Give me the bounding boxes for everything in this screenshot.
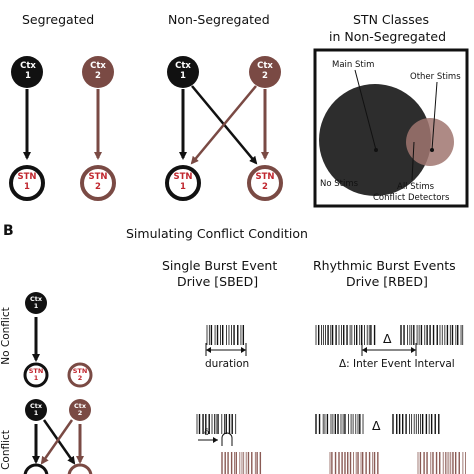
ctx2-node (69, 399, 91, 421)
non-segregated-title: Non-Segregated (168, 12, 270, 27)
delta-label: Δ (383, 331, 392, 346)
interval-label: Δ: Inter Event Interval (339, 358, 455, 370)
all-stims-label: All Stims (397, 182, 435, 192)
stn1-node (9, 165, 45, 201)
conflict-detectors-label: Conflict Detectors (373, 193, 450, 203)
other-stims-pointer (431, 81, 438, 151)
ctx1-label: Ctx 1 (175, 61, 191, 81)
rbed-subtitle: Drive [RBED] (346, 274, 428, 289)
stn1-small-label: STN 1 (28, 367, 44, 382)
non-segregated-diagram (165, 56, 283, 201)
stn2-label: STN 2 (255, 172, 275, 192)
ctx2-to-stn1-arrow (190, 85, 257, 165)
stn-classes-title: STN Classes (353, 12, 429, 27)
ctx2-node (249, 56, 281, 88)
ctx2-small-label: Ctx 2 (73, 402, 87, 417)
main-stim-label: Main Stim (332, 60, 375, 70)
stn1-node (23, 463, 49, 474)
stn2-small-label: STN 2 (72, 367, 88, 382)
stn2-label: STN 2 (88, 172, 108, 192)
all-stims-pointer (411, 141, 415, 181)
ctx1-small-label: Ctx 1 (29, 402, 43, 417)
stn2-node (67, 463, 93, 474)
ctx1-node (167, 56, 199, 88)
segregated-title: Segregated (22, 12, 95, 27)
other-stims-label: Other Stims (410, 72, 461, 82)
ctx1-small-label: Ctx 1 (29, 295, 43, 310)
main-stim-circle (319, 84, 431, 196)
sbed-subtitle: Drive [SBED] (177, 274, 259, 289)
delta-small-label: δ (204, 428, 210, 438)
conflict-row-label: Conflict (0, 430, 12, 470)
ctx1-node (11, 56, 43, 88)
sbed-conflict-raster (196, 414, 262, 474)
ctx2-label: Ctx 2 (257, 61, 273, 81)
ctx1-to-stn2-arrow (42, 419, 76, 465)
stn2-node (247, 165, 283, 201)
duration-marker (205, 343, 247, 356)
stn-classes-subtitle: in Non-Segregated (329, 29, 447, 44)
no-stims-label: No Stims (320, 179, 359, 189)
stn1-node (165, 165, 201, 201)
ctx1-node (25, 399, 47, 421)
rbed-no-conflict-raster (315, 325, 464, 345)
ctx2-node (82, 56, 114, 88)
panel-b-title: Simulating Conflict Condition (126, 226, 308, 241)
conflict-diagram (23, 399, 93, 474)
duration-label: duration (205, 358, 250, 370)
no-conflict-diagram (23, 292, 93, 388)
delta-marker (198, 432, 233, 446)
other-stims-circle (406, 118, 454, 166)
sbed-title: Single Burst Event (162, 258, 278, 273)
stn1-label: STN 1 (173, 172, 193, 192)
ctx1-label: Ctx 1 (20, 61, 36, 81)
ctx2-to-stn1-arrow (40, 419, 74, 465)
sbed-no-conflict-raster (206, 325, 245, 345)
stn1-label: STN 1 (17, 172, 37, 192)
ctx2-label: Ctx 2 (90, 61, 106, 81)
stn-classes-venn (313, 48, 469, 208)
no-conflict-row-label: No Conflict (0, 307, 12, 365)
ctx1-node (25, 292, 47, 314)
main-stim-pointer (354, 69, 377, 151)
rbed-title: Rhythmic Burst Events (313, 258, 456, 273)
delta-conflict-label: Δ (372, 418, 381, 433)
stn2-node (67, 362, 93, 388)
rbed-conflict-raster (315, 414, 466, 474)
segregated-diagram (9, 56, 116, 201)
panel-b-letter: B (3, 223, 14, 239)
stn1-node (23, 362, 49, 388)
interval-marker (361, 343, 417, 356)
stn2-node (80, 165, 116, 201)
